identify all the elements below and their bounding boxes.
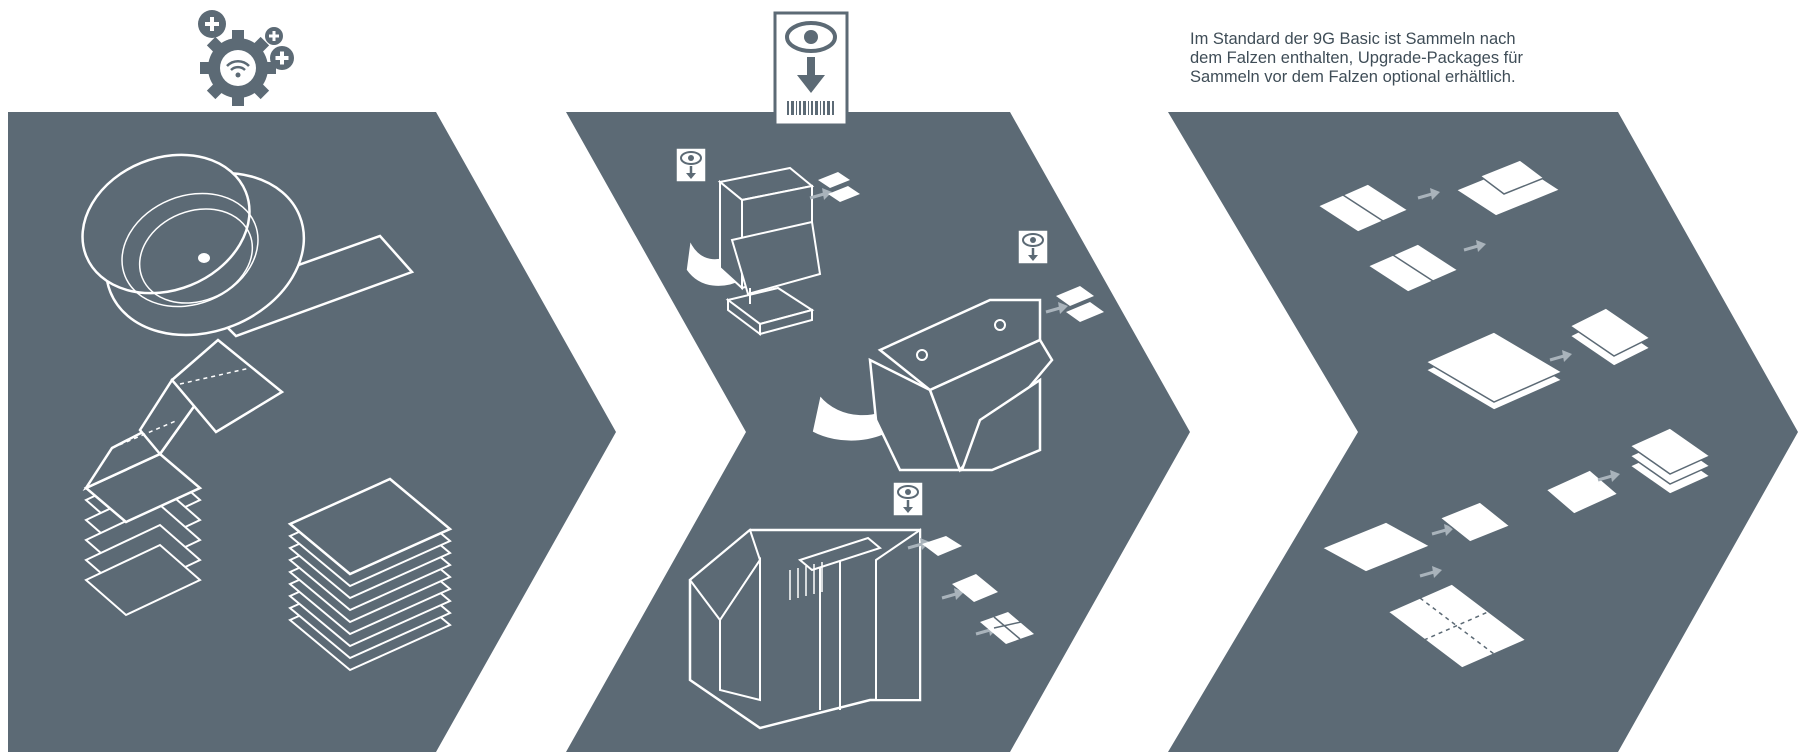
stage-3-note-line: Im Standard der 9G Basic ist Sammeln nac… xyxy=(1190,30,1610,49)
stage-3-note: Im Standard der 9G Basic ist Sammeln nac… xyxy=(1190,30,1610,87)
gear-wifi-plus-icon xyxy=(198,10,294,106)
eye-camera-barcode-icon xyxy=(775,13,847,125)
stage-3-note-line: Sammeln vor dem Falzen optional erhältli… xyxy=(1190,68,1610,87)
stage-3-note-line: dem Falzen enthalten, Upgrade-Packages f… xyxy=(1190,49,1610,68)
